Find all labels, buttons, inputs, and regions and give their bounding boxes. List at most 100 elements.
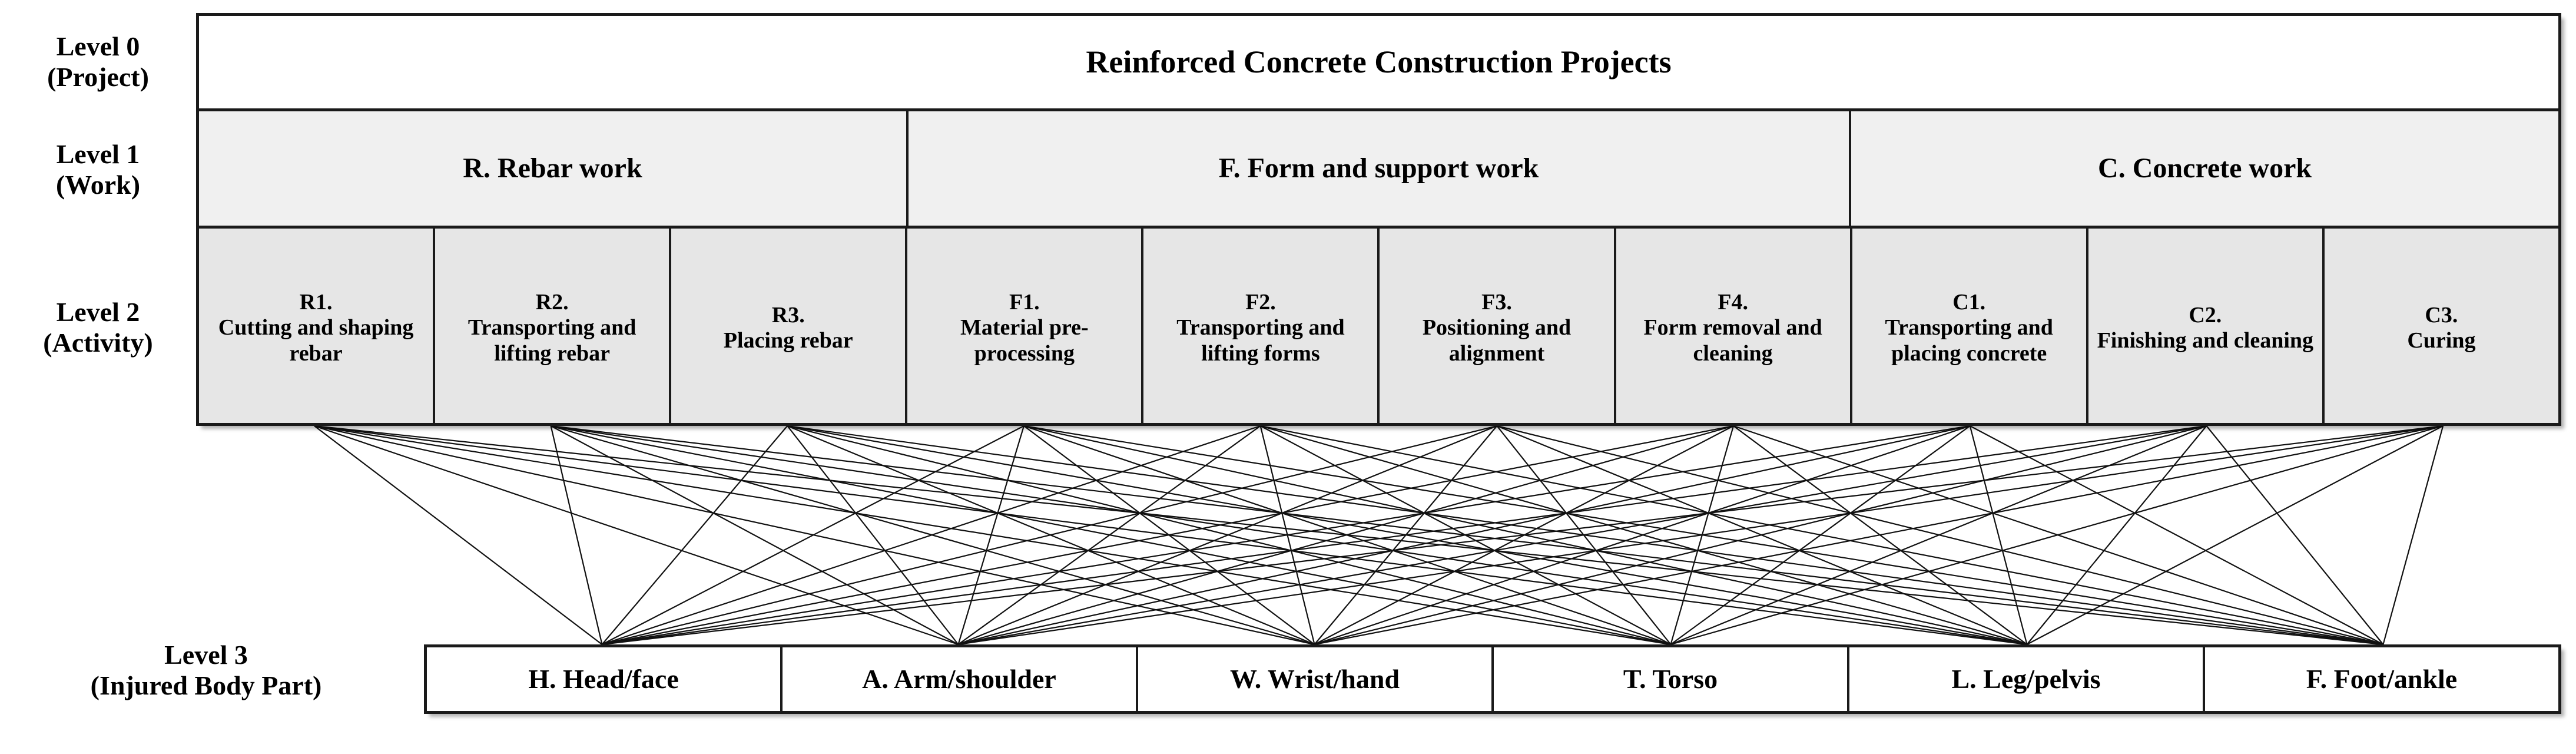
level-2-activity-name: Placing rebar: [723, 328, 853, 353]
connector-r2-to-t: [551, 425, 1671, 646]
connector-c1-to-w: [1314, 425, 1971, 646]
level-2-label-line2: (Activity): [43, 327, 153, 358]
connector-c2-to-f: [2206, 425, 2384, 645]
connector-f1-to-f: [1023, 425, 2383, 646]
connector-c1-to-l: [1969, 425, 2028, 645]
connector-c3-to-h: [602, 425, 2444, 646]
connector-c2-to-l: [2026, 425, 2207, 645]
connector-f4-to-h: [602, 425, 1734, 646]
level-2-activity-box-r3[interactable]: R3.Placing rebar: [669, 229, 905, 423]
level-2-activity-box-f2[interactable]: F2.Transporting and lifting forms: [1141, 229, 1377, 423]
connector-r1-to-h: [314, 425, 603, 645]
level-1-work-label: F. Form and support work: [1218, 152, 1539, 184]
level-3-bodypart-label: A. Arm/shoulder: [862, 663, 1056, 694]
level-2-activity-name: Cutting and shaping rebar: [218, 315, 414, 366]
level-2-activity-code: F1.: [1009, 290, 1040, 315]
level-2-row-label: Level 2 (Activity): [0, 229, 196, 426]
connector-c3-to-t: [1670, 425, 2444, 646]
connector-f3-to-a: [958, 425, 1497, 646]
level-2-activity-code: R1.: [299, 290, 333, 315]
connector-c3-to-l: [2026, 425, 2444, 645]
level-2-activity-box-r2[interactable]: R2.Transporting and lifting rebar: [433, 229, 669, 423]
connector-f1-to-w: [1023, 425, 1315, 645]
connector-r1-to-a: [314, 425, 959, 646]
level-1-row: R. Rebar work F. Form and support work C. …: [199, 111, 2558, 229]
connector-f2-to-h: [602, 425, 1261, 646]
connector-f3-to-w: [1314, 425, 1498, 645]
level-3-row: H. Head/face A. Arm/shoulder W. Wrist/hand…: [424, 644, 2561, 714]
level-2-activity-code: C1.: [1952, 290, 1986, 315]
level-2-activity-name: Positioning and alignment: [1422, 315, 1572, 366]
level-3-bodypart-box-t[interactable]: T. Torso: [1491, 647, 1847, 711]
level-2-activity-name: Transporting and lifting rebar: [468, 315, 636, 366]
connector-r3-to-w: [787, 425, 1315, 646]
connector-r1-to-t: [314, 425, 1671, 646]
connector-c3-to-f: [2382, 425, 2444, 645]
level-3-bodypart-box-w[interactable]: W. Wrist/hand: [1136, 647, 1491, 711]
connector-r3-to-a: [787, 425, 959, 645]
level-2-activity-code: C2.: [2189, 302, 2222, 328]
level-3-bodypart-box-h[interactable]: H. Head/face: [427, 647, 780, 711]
level-2-activity-box-f4[interactable]: F4.Form removal and cleaning: [1613, 229, 1850, 423]
level-2-activity-name: Finishing and cleaning: [2097, 328, 2314, 353]
connector-c3-to-a: [958, 425, 2444, 646]
level-2-activity-code: R3.: [771, 302, 805, 328]
level-3-bodypart-box-l[interactable]: L. Leg/pelvis: [1847, 647, 2203, 711]
connector-f2-to-l: [1260, 425, 2027, 646]
level-1-work-box-f[interactable]: F. Form and support work: [906, 111, 1849, 226]
level-2-activity-box-f1[interactable]: F1.Material pre-processing: [905, 229, 1141, 423]
level-3-bodypart-label: H. Head/face: [528, 663, 679, 694]
connector-r3-to-t: [787, 425, 1671, 646]
level-3-label-line2: (Injured Body Part): [90, 670, 322, 700]
connector-c2-to-h: [602, 425, 2207, 646]
level-0-row-label: Level 0 (Project): [0, 13, 196, 110]
level-1-work-box-r[interactable]: R. Rebar work: [199, 111, 906, 226]
level-3-bodypart-box-a[interactable]: A. Arm/shoulder: [780, 647, 1136, 711]
level-2-label-line1: Level 2: [56, 296, 140, 327]
connector-f2-to-t: [1260, 425, 1672, 645]
level-1-work-label: C. Concrete work: [2098, 152, 2312, 184]
level-2-activity-code: C3.: [2425, 302, 2458, 328]
connector-f2-to-w: [1259, 425, 1315, 645]
level-2-activity-box-r1[interactable]: R1.Cutting and shaping rebar: [199, 229, 433, 423]
level-3-bodypart-label: F. Foot/ankle: [2306, 663, 2458, 694]
connector-c2-to-t: [1670, 425, 2207, 646]
level-1-label-line2: (Work): [55, 169, 141, 200]
connector-f3-to-f: [1497, 425, 2383, 646]
connector-c1-to-a: [958, 425, 1970, 646]
connector-r3-to-f: [787, 425, 2383, 646]
connector-f4-to-f: [1733, 425, 2383, 646]
connector-r2-to-a: [551, 425, 959, 645]
level-2-activity-code: F4.: [1718, 290, 1748, 315]
level-2-activity-name: Form removal and cleaning: [1643, 315, 1822, 366]
level-2-activity-box-c1[interactable]: C1.Transporting and placing concrete: [1849, 229, 2086, 423]
connector-c2-to-a: [958, 425, 2207, 646]
level-2-activity-code: F3.: [1481, 290, 1512, 315]
connector-c1-to-t: [1670, 425, 1971, 645]
level-3-bodypart-label: T. Torso: [1623, 663, 1718, 694]
level-2-activity-code: R2.: [535, 290, 569, 315]
connector-c3-to-w: [1314, 425, 2444, 646]
level-2-activity-code: F2.: [1245, 290, 1276, 315]
level-1-work-label: R. Rebar work: [463, 152, 642, 184]
connector-f4-to-l: [1733, 425, 2028, 645]
connector-r2-to-l: [551, 425, 2027, 646]
level-0-label-line2: (Project): [47, 61, 149, 92]
level-2-activity-box-f3[interactable]: F3.Positioning and alignment: [1377, 229, 1613, 423]
connector-f2-to-a: [957, 425, 1261, 645]
connector-r1-to-l: [314, 425, 2027, 646]
level-3-bodypart-label: L. Leg/pelvis: [1951, 663, 2101, 694]
connector-r2-to-f: [551, 425, 2383, 646]
level-2-activity-box-c2[interactable]: C2.Finishing and cleaning: [2086, 229, 2322, 423]
connector-c1-to-f: [1970, 425, 2384, 645]
connector-f3-to-h: [602, 425, 1497, 646]
level-2-activity-box-c3[interactable]: C3.Curing: [2322, 229, 2558, 423]
level-3-bodypart-box-f[interactable]: F. Foot/ankle: [2203, 647, 2558, 711]
connector-c1-to-h: [602, 425, 1970, 646]
level-0-project-box[interactable]: Reinforced Concrete Construction Project…: [199, 16, 2558, 108]
level-1-work-box-c[interactable]: C. Concrete work: [1849, 111, 2558, 226]
level-0-label-line1: Level 0: [56, 31, 140, 61]
level-3-bodypart-label: W. Wrist/hand: [1229, 663, 1400, 694]
